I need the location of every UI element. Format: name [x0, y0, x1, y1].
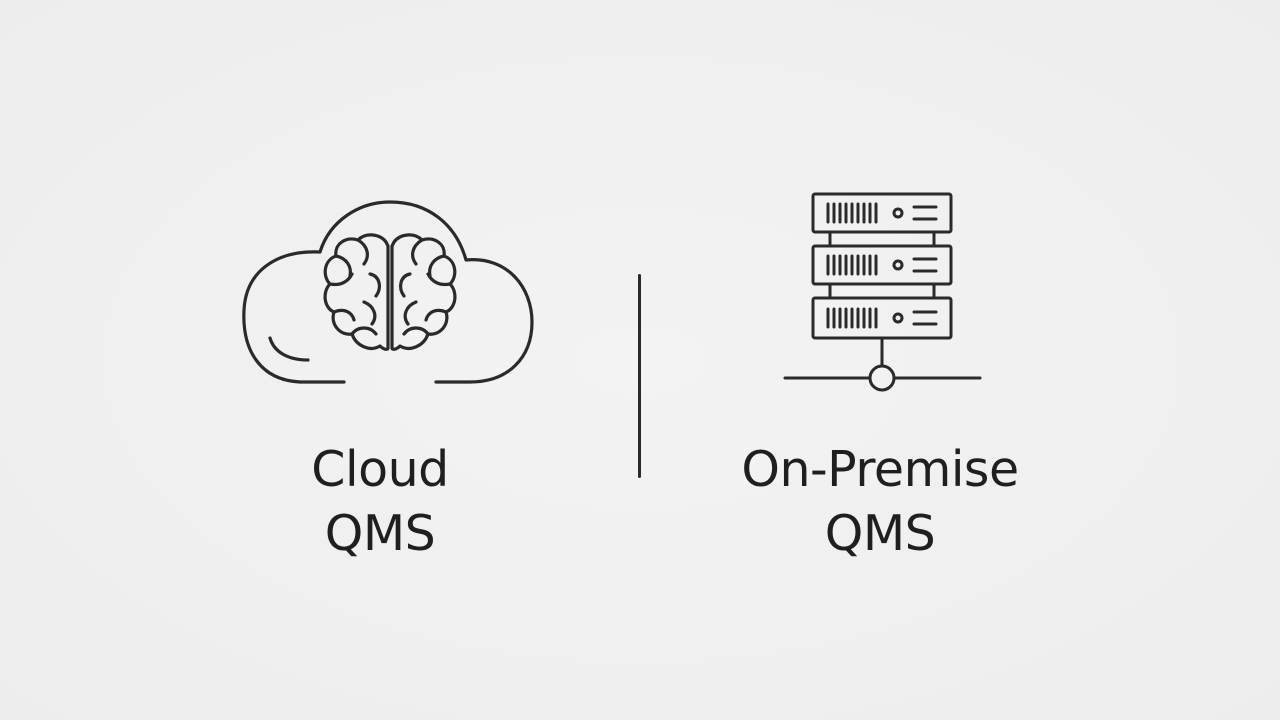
on-premise-qms-label: On-Premise QMS — [680, 438, 1080, 566]
server-icon — [783, 192, 982, 392]
cloud-label-line2: QMS — [324, 505, 436, 562]
cloud-qms-label: Cloud QMS — [230, 438, 530, 566]
cloud-label-line1: Cloud — [311, 441, 449, 498]
onprem-label-line2: QMS — [824, 505, 936, 562]
cloud-brain-icon — [242, 200, 534, 384]
onprem-label-line1: On-Premise — [741, 441, 1019, 498]
divider-line — [638, 274, 641, 478]
